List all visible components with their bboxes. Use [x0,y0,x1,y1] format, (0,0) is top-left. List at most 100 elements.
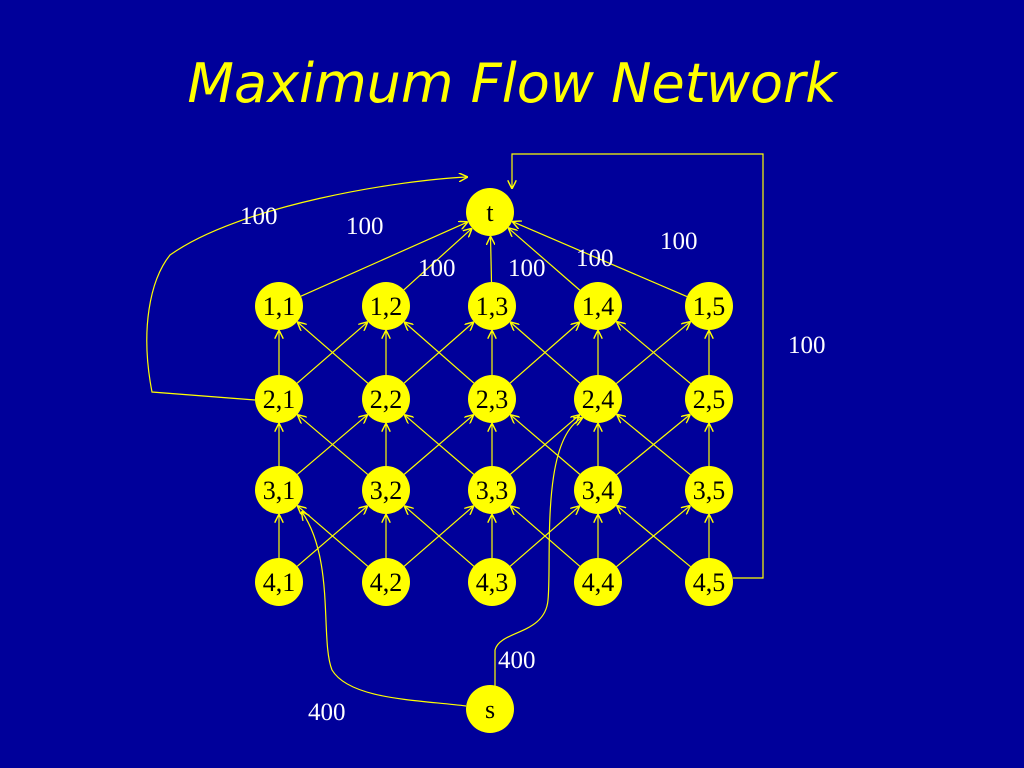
node-3-4: 3,4 [574,466,622,514]
edge-to-t [509,228,581,291]
node-circle [466,188,514,236]
node-label: 3,3 [476,476,509,505]
capacity-label-right_loop_to_t: 100 [788,332,826,359]
edge-loop-right-to-t [512,153,764,579]
node-circle [362,466,410,514]
node-s: s [466,685,514,733]
capacity-label-row1_col2_to_t: 100 [418,255,456,282]
node-label: 4,1 [263,568,296,597]
edge-up-left [511,415,581,475]
node-circle [362,375,410,423]
node-circle [685,466,733,514]
capacity-label-row1_col5_to_t: 100 [660,228,698,255]
edge-up-left [511,322,581,384]
node-label: 3,4 [582,476,615,505]
node-label: 1,2 [370,292,403,321]
node-1-5: 1,5 [685,282,733,330]
edge-s-to-2-4 [494,418,582,686]
node-label: 4,2 [370,568,403,597]
node-2-5: 2,5 [685,375,733,423]
node-2-2: 2,2 [362,375,410,423]
node-circle [685,375,733,423]
node-1-2: 1,2 [362,282,410,330]
node-circle [255,466,303,514]
node-circle [362,558,410,606]
edge-to-t [403,229,472,291]
edge-up-left [511,506,581,567]
edge-s-to-3-1 [302,512,467,707]
edge-to-t [300,222,467,297]
capacity-labels-layer: 100 100 100 100 100 100 100 400 400 [240,203,826,726]
node-3-5: 3,5 [685,466,733,514]
node-4-1: 4,1 [255,558,303,606]
node-4-2: 4,2 [362,558,410,606]
edge-up-left [405,415,475,475]
node-label: 3,5 [693,476,726,505]
node-circle [255,375,303,423]
capacity-label-left_loop_to_t: 100 [240,203,278,230]
node-label: 1,3 [476,292,509,321]
node-4-3: 4,3 [468,558,516,606]
node-label: 2,2 [370,385,403,414]
edge-up-left [298,415,369,475]
node-label: 1,5 [693,292,726,321]
node-3-2: 3,2 [362,466,410,514]
node-label: s [485,695,495,724]
node-label: 2,5 [693,385,726,414]
node-circle [685,558,733,606]
edge-to-t [513,222,688,298]
edge-up-left [617,506,691,568]
node-label: 4,5 [693,568,726,597]
node-4-4: 4,4 [574,558,622,606]
node-circle [574,466,622,514]
edge-up-left [298,322,369,384]
node-1-3: 1,3 [468,282,516,330]
node-circle [255,282,303,330]
node-circle [574,558,622,606]
nodes-layer: t s 1,1 1,2 1,3 1,4 1,5 2,1 2,2 2,3 2,4 2,5 3,1 3,2 3,… [255,188,733,733]
edge-to-t [491,237,492,283]
node-3-1: 3,1 [255,466,303,514]
node-label: 1,1 [263,292,296,321]
node-2-1: 2,1 [255,375,303,423]
node-2-4: 2,4 [574,375,622,423]
node-circle [466,685,514,733]
node-circle [574,282,622,330]
edge-up-left [405,506,475,567]
node-circle [362,282,410,330]
node-label: t [486,198,494,227]
edge-up-left [617,415,691,476]
node-t: t [466,188,514,236]
node-circle [468,282,516,330]
edge-up-left [405,322,475,384]
node-circle [468,558,516,606]
node-label: 3,1 [263,476,296,505]
node-1-4: 1,4 [574,282,622,330]
capacity-label-s_to_3_1: 400 [308,699,346,726]
capacity-label-s_to_2_4: 400 [498,647,536,674]
capacity-label-row1_col4_to_t: 100 [576,245,614,272]
node-label: 2,3 [476,385,509,414]
node-label: 4,4 [582,568,615,597]
edge-loop-left-to-t [146,177,467,401]
capacity-label-row1_col1_to_t: 100 [346,213,384,240]
node-circle [468,375,516,423]
node-label: 1,4 [582,292,615,321]
node-label: 2,4 [582,385,615,414]
node-circle [685,282,733,330]
edge-up-left [617,322,691,385]
node-label: 2,1 [263,385,296,414]
capacity-label-row1_col3_to_t: 100 [508,255,546,282]
node-circle [468,466,516,514]
node-label: 4,3 [476,568,509,597]
node-4-5: 4,5 [685,558,733,606]
node-label: 3,2 [370,476,403,505]
node-circle [255,558,303,606]
edges-layer [146,153,764,707]
node-3-3: 3,3 [468,466,516,514]
node-circle [574,375,622,423]
page-title: Maximum Flow Network [187,52,837,115]
node-2-3: 2,3 [468,375,516,423]
node-1-1: 1,1 [255,282,303,330]
